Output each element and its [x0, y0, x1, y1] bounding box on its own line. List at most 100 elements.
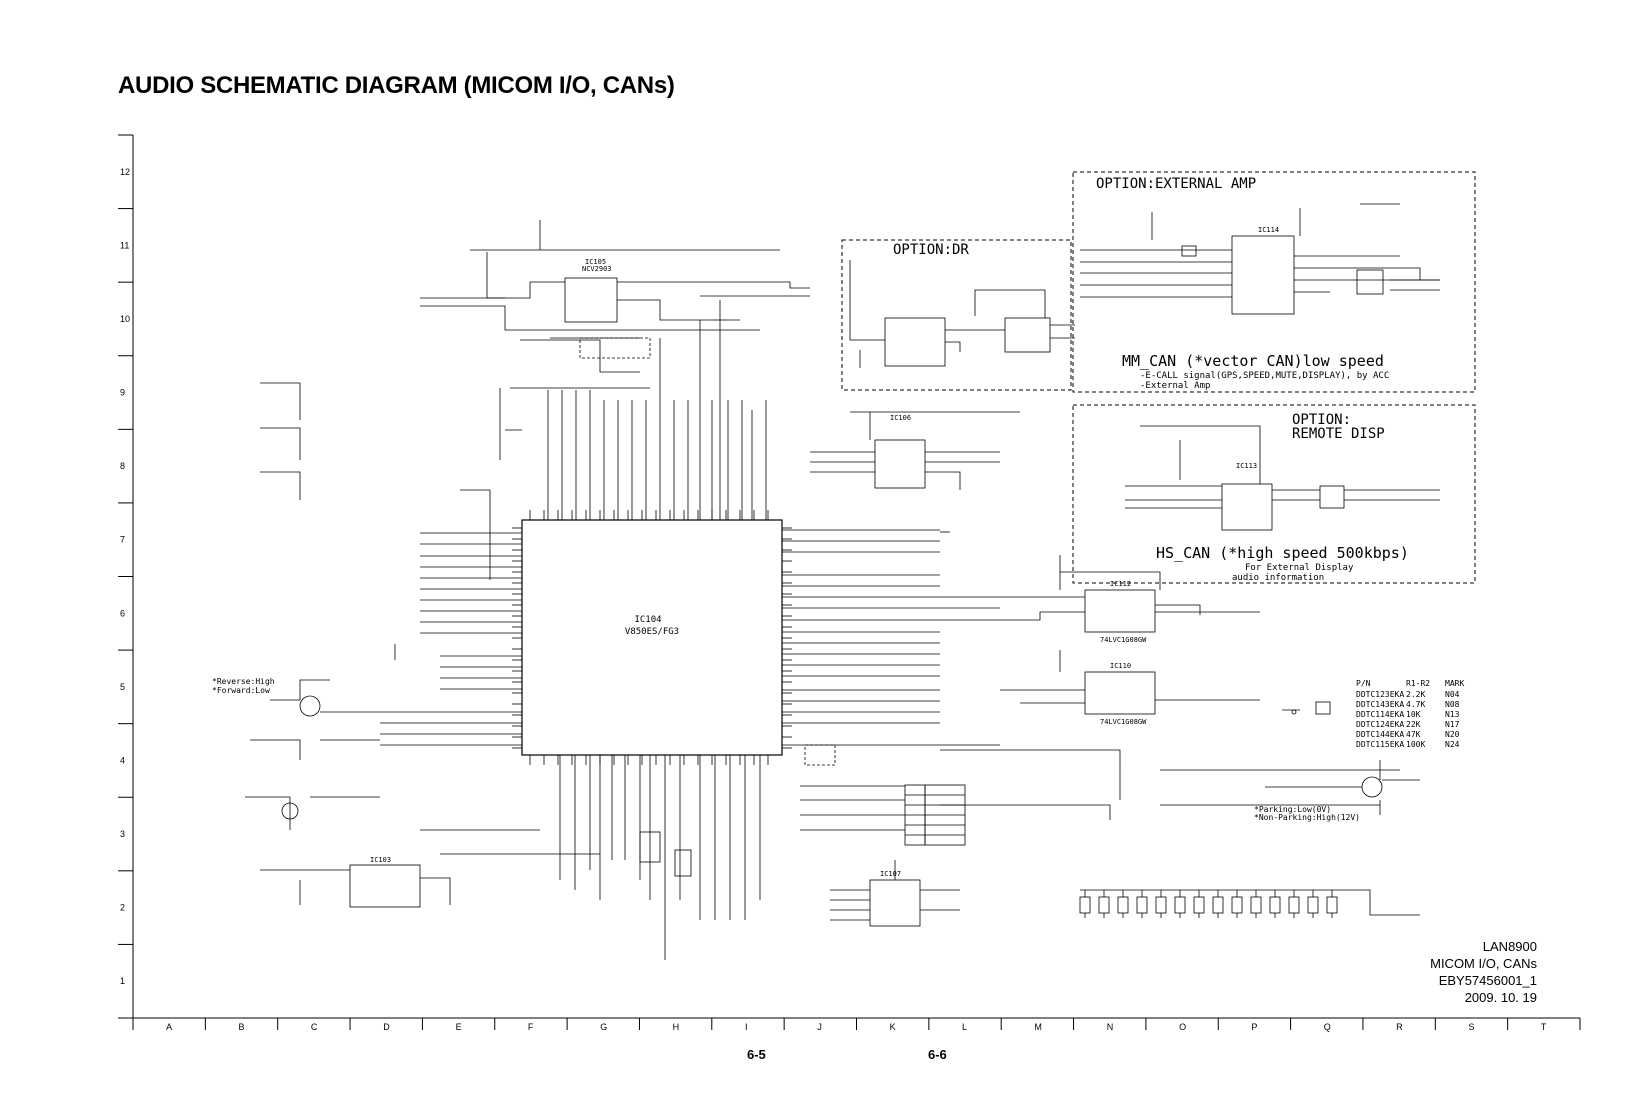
- row-label: 11: [120, 240, 129, 250]
- column-label: A: [166, 1022, 172, 1032]
- table-cell: DDTC124EKA: [1356, 720, 1404, 729]
- column-label: T: [1541, 1022, 1547, 1032]
- column-label: R: [1396, 1022, 1403, 1032]
- parking-note-2: *Non-Parking:High(12V): [1254, 813, 1360, 822]
- ic105-part: NCV2903: [582, 265, 612, 273]
- ic107-label: IC107: [880, 870, 901, 878]
- title-block-part-no: EBY57456001_1: [1438, 973, 1537, 988]
- table-cell: 47K: [1406, 730, 1421, 739]
- ic104-pins: [512, 510, 792, 765]
- column-ruler: [132, 1018, 1581, 1030]
- hs-can-note: HS_CAN (*high speed 500kbps): [1156, 544, 1409, 562]
- table-cell: DDTC144EKA: [1356, 730, 1404, 739]
- page-number-right: 6-6: [928, 1047, 947, 1062]
- row-label: 10: [120, 314, 130, 324]
- ic103-label: IC103: [370, 856, 391, 864]
- ic110-label: IC110: [1110, 662, 1131, 670]
- hs-can-note-2: audio information: [1232, 573, 1324, 583]
- wiring: [245, 203, 1440, 960]
- mm-can-note-1: -E-CALL signal(GPS,SPEED,MUTE,DISPLAY), …: [1140, 371, 1389, 381]
- column-label: O: [1179, 1022, 1186, 1032]
- page-title: AUDIO SCHEMATIC DIAGRAM (MICOM I/O, CANs…: [118, 72, 675, 99]
- title-block: LAN8900 MICOM I/O, CANs EBY57456001_1 20…: [1430, 938, 1537, 1006]
- column-label: F: [528, 1022, 534, 1032]
- column-label: K: [890, 1022, 896, 1032]
- column-label: L: [962, 1022, 967, 1032]
- option-external-amp-box: [1072, 171, 1476, 393]
- row-label: 2: [120, 903, 125, 913]
- table-cell: 2.2K: [1406, 690, 1425, 699]
- column-label: E: [456, 1022, 462, 1032]
- option-remote-disp-label-2: REMOTE DISP: [1292, 426, 1385, 442]
- table-cell: N17: [1445, 720, 1460, 729]
- table-cell: N20: [1445, 730, 1460, 739]
- column-label: M: [1034, 1022, 1042, 1032]
- ic113-label: IC113: [1236, 462, 1257, 470]
- mm-can-note-2: -External Amp: [1140, 381, 1210, 391]
- column-label: D: [383, 1022, 390, 1032]
- table-cell: DDTC123EKA: [1356, 690, 1404, 699]
- column-label: S: [1468, 1022, 1474, 1032]
- row-label: 3: [120, 829, 125, 839]
- table-cell: DDTC114EKA: [1356, 710, 1404, 719]
- table-cell: N13: [1445, 710, 1460, 719]
- column-labels: A B C D E F G H I J K L M N O P Q R S T: [166, 1022, 1547, 1032]
- column-label: P: [1251, 1022, 1257, 1032]
- table-cell: 4.7K: [1406, 700, 1425, 709]
- ic112-label: IC112: [1110, 580, 1131, 588]
- reverse-note-1: *Reverse:High: [212, 677, 275, 686]
- row-label: 12: [120, 167, 130, 177]
- column-label: G: [600, 1022, 607, 1032]
- column-label: H: [673, 1022, 680, 1032]
- ic106-label: IC106: [890, 414, 911, 422]
- row-ruler: [118, 134, 133, 1019]
- column-label: J: [817, 1022, 822, 1032]
- row-label: 1: [120, 976, 125, 986]
- table-cell: 22K: [1406, 720, 1421, 729]
- column-label: I: [745, 1022, 748, 1032]
- ic104-label: IC104: [634, 615, 661, 625]
- ic104-mcu: [521, 519, 783, 756]
- option-boxes: [841, 171, 1476, 584]
- table-cell: N04: [1445, 690, 1460, 699]
- ic110-part: 74LVC1G08GW: [1100, 718, 1147, 726]
- table-cell: N24: [1445, 740, 1460, 749]
- mm-can-note: MM_CAN (*vector CAN)low speed: [1122, 352, 1384, 370]
- hs-can-note-1: For External Display: [1245, 563, 1354, 573]
- column-label: B: [239, 1022, 245, 1032]
- table-cell: N08: [1445, 700, 1460, 709]
- row-labels: 12 11 10 9 8 7 6 5 4 3 2 1: [120, 167, 130, 986]
- column-label: Q: [1324, 1022, 1331, 1032]
- row-label: 9: [120, 388, 125, 398]
- option-remote-disp-label-1: OPTION:: [1292, 412, 1351, 428]
- option-remote-disp-box: [1072, 404, 1476, 584]
- table-cell: DDTC143EKA: [1356, 700, 1404, 709]
- ic112-part: 74LVC1G08GW: [1100, 636, 1147, 644]
- title-block-sheet: MICOM I/O, CANs: [1430, 956, 1537, 971]
- page-number-left: 6-5: [747, 1047, 766, 1062]
- table-header-cell: P/N: [1356, 679, 1371, 688]
- column-label: N: [1107, 1022, 1114, 1032]
- row-label: 4: [120, 755, 125, 765]
- reverse-note-2: *Forward:Low: [212, 686, 270, 695]
- ic114-label: IC114: [1258, 226, 1279, 234]
- option-dr-box: [841, 239, 1072, 391]
- table-cell: DDTC115EKA: [1356, 740, 1404, 749]
- row-label: 7: [120, 535, 125, 545]
- option-dr-label: OPTION:DR: [893, 242, 969, 258]
- column-label: C: [311, 1022, 318, 1032]
- option-external-amp-label: OPTION:EXTERNAL AMP: [1096, 176, 1256, 192]
- table-header-cell: R1-R2: [1406, 679, 1430, 688]
- table-header-cell: MARK: [1445, 679, 1464, 688]
- row-label: 6: [120, 608, 125, 618]
- row-label: 8: [120, 461, 125, 471]
- title-block-model: LAN8900: [1482, 939, 1537, 954]
- ic105-label: IC105: [585, 258, 606, 266]
- ic104-part: V850ES/FG3: [625, 627, 679, 637]
- table-cell: 10K: [1406, 710, 1421, 719]
- table-cell: 100K: [1406, 740, 1425, 749]
- row-label: 5: [120, 682, 125, 692]
- title-block-date: 2009. 10. 19: [1464, 990, 1537, 1005]
